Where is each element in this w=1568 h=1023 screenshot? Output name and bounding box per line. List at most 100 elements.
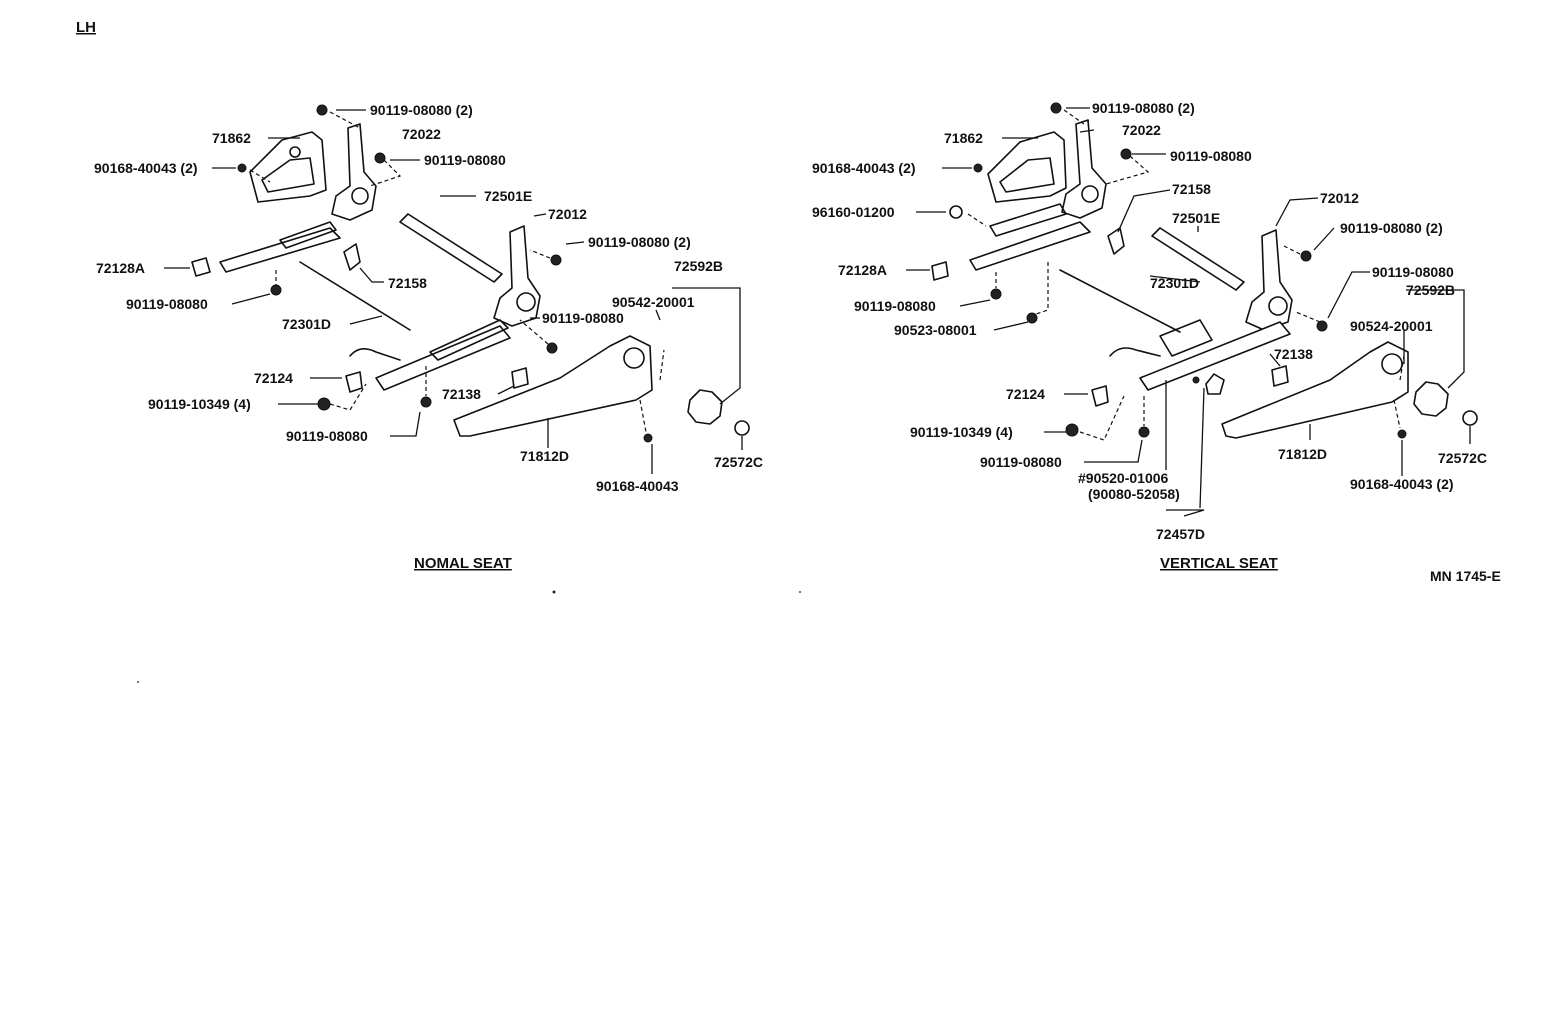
vertical-label-hinge-lower: 72012 bbox=[1320, 190, 1359, 206]
upper-hinge-part bbox=[1061, 119, 1107, 219]
normal-label-bolt-hinge: 90119-08080 bbox=[424, 152, 506, 168]
vertical-label-clip-a: 72128A bbox=[838, 262, 887, 278]
spacer-part bbox=[1271, 365, 1289, 387]
scan-dot bbox=[799, 591, 801, 593]
vertical-label-clip-b: 72124 bbox=[1006, 386, 1045, 402]
seat-cover-part bbox=[987, 131, 1067, 203]
rod-part bbox=[399, 213, 503, 283]
normal-label-clip-b: 72124 bbox=[254, 370, 293, 386]
bolt-icon bbox=[374, 152, 386, 164]
bolt-icon bbox=[237, 163, 247, 173]
rod-part bbox=[1151, 227, 1245, 291]
bolt-icon bbox=[316, 104, 328, 116]
clip-a-part bbox=[931, 261, 949, 281]
vertical-label-knob-cap: 72572C bbox=[1438, 450, 1487, 466]
vertical-label-nut: 96160-01200 bbox=[812, 204, 895, 220]
vertical-label-knob-set: 72592B bbox=[1406, 282, 1455, 298]
lower-rail-part bbox=[1139, 321, 1291, 391]
bolt-icon bbox=[1120, 148, 1132, 160]
normal-seat-caption: NOMAL SEAT bbox=[414, 555, 512, 572]
upper-hinge-part bbox=[331, 123, 377, 221]
knob-part bbox=[687, 389, 723, 425]
bolt-icon bbox=[1050, 102, 1062, 114]
lower-hinge-part bbox=[1245, 229, 1293, 331]
side-label: LH bbox=[76, 19, 96, 36]
normal-label-bracket: 72158 bbox=[388, 275, 427, 291]
bolt-icon bbox=[270, 284, 282, 296]
vertical-label-screw-cover: 90168-40043 (2) bbox=[812, 160, 916, 176]
normal-label-hinge-upper: 72022 bbox=[402, 126, 441, 142]
knob-cap-part bbox=[1462, 410, 1478, 426]
normal-seat-assembly: 90119-08080 (2) 71862 72022 90119-08080 … bbox=[94, 102, 763, 572]
bolt-icon bbox=[1397, 429, 1407, 439]
seat-shield-part bbox=[453, 335, 653, 437]
bolt-icon bbox=[1138, 426, 1150, 438]
normal-label-bolt-four: 90119-10349 (4) bbox=[148, 396, 251, 412]
normal-label-bolt-top: 90119-08080 (2) bbox=[370, 102, 473, 118]
normal-label-clip-a: 72128A bbox=[96, 260, 145, 276]
vertical-label-bracket: 72158 bbox=[1172, 181, 1211, 197]
clip-b-part bbox=[345, 371, 363, 393]
bolt-icon bbox=[550, 254, 562, 266]
bolt-icon bbox=[973, 163, 983, 173]
normal-label-shield: 71812D bbox=[520, 448, 569, 464]
normal-label-bolt-rail: 90119-08080 bbox=[126, 296, 208, 312]
vertical-label-bolt-d: 90523-08001 bbox=[894, 322, 977, 338]
scan-dot bbox=[137, 681, 139, 683]
vertical-seat-assembly: 90119-08080 (2) 71862 72022 90119-08080 … bbox=[812, 100, 1487, 572]
seat-cover-part bbox=[249, 131, 327, 203]
bolt-icon bbox=[643, 433, 653, 443]
normal-label-cable: 72301D bbox=[282, 316, 331, 332]
vertical-label-bolt-hinge: 90119-08080 bbox=[1170, 148, 1252, 164]
normal-label-knob-set: 72592B bbox=[674, 258, 723, 274]
knob-part bbox=[1413, 381, 1449, 417]
bolt-icon bbox=[1065, 423, 1079, 437]
vertical-label-pin-b: (90080-52058) bbox=[1088, 486, 1180, 502]
seat-shield-part bbox=[1221, 341, 1409, 439]
bolt-icon bbox=[1026, 312, 1038, 324]
normal-label-bolt-hinge2: 90119-08080 (2) bbox=[588, 234, 691, 250]
vertical-label-bolt-rail: 90119-08080 bbox=[854, 298, 936, 314]
bracket-part bbox=[343, 243, 361, 271]
vertical-label-spacer: 72138 bbox=[1274, 346, 1313, 362]
clip-b-part bbox=[1091, 385, 1109, 407]
normal-label-bolt-low: 90119-08080 bbox=[286, 428, 368, 444]
clip-a-part bbox=[191, 257, 211, 277]
vertical-label-cable: 72301D bbox=[1150, 275, 1199, 291]
nut-part bbox=[949, 205, 963, 219]
normal-label-knob-cap: 72572C bbox=[714, 454, 763, 470]
vertical-label-rod: 72501E bbox=[1172, 210, 1220, 226]
bolt-icon bbox=[317, 397, 331, 411]
cable-part bbox=[1059, 269, 1181, 333]
bolt-icon bbox=[1300, 250, 1312, 262]
lower-hinge-part bbox=[493, 225, 541, 327]
vertical-label-bolt-low: 90119-08080 bbox=[980, 454, 1062, 470]
normal-label-washer: 90542-20001 bbox=[612, 294, 695, 310]
vertical-label-shield: 71812D bbox=[1278, 446, 1327, 462]
vertical-label-bolt-hinge2: 90119-08080 (2) bbox=[1340, 220, 1443, 236]
vertical-label-bolt-four: 90119-10349 (4) bbox=[910, 424, 1013, 440]
normal-label-screw-cover: 90168-40043 (2) bbox=[94, 160, 198, 176]
vertical-label-pin-a: #90520-01006 bbox=[1078, 470, 1169, 486]
knob-cap-part bbox=[734, 420, 750, 436]
normal-label-hinge-lower: 72012 bbox=[548, 206, 587, 222]
bolt-icon bbox=[1192, 376, 1200, 384]
normal-label-cover: 71862 bbox=[212, 130, 251, 146]
vertical-label-lever-set: 72457D bbox=[1156, 526, 1205, 542]
cable-part bbox=[299, 261, 411, 331]
vertical-label-washer: 90524-20001 bbox=[1350, 318, 1433, 334]
bolt-icon bbox=[990, 288, 1002, 300]
vertical-label-cover: 71862 bbox=[944, 130, 983, 146]
spacer-part bbox=[511, 367, 529, 389]
vertical-label-bolt-right: 90119-08080 bbox=[1372, 264, 1454, 280]
diagram-id: MN 1745-E bbox=[1430, 568, 1501, 584]
bolt-icon bbox=[1316, 320, 1328, 332]
vertical-label-screw-shield: 90168-40043 (2) bbox=[1350, 476, 1454, 492]
vertical-seat-caption: VERTICAL SEAT bbox=[1160, 555, 1278, 572]
vertical-label-bolt-top: 90119-08080 (2) bbox=[1092, 100, 1195, 116]
upper-rail-part bbox=[969, 221, 1091, 271]
bracket-part bbox=[1107, 227, 1125, 255]
normal-label-rod: 72501E bbox=[484, 188, 532, 204]
